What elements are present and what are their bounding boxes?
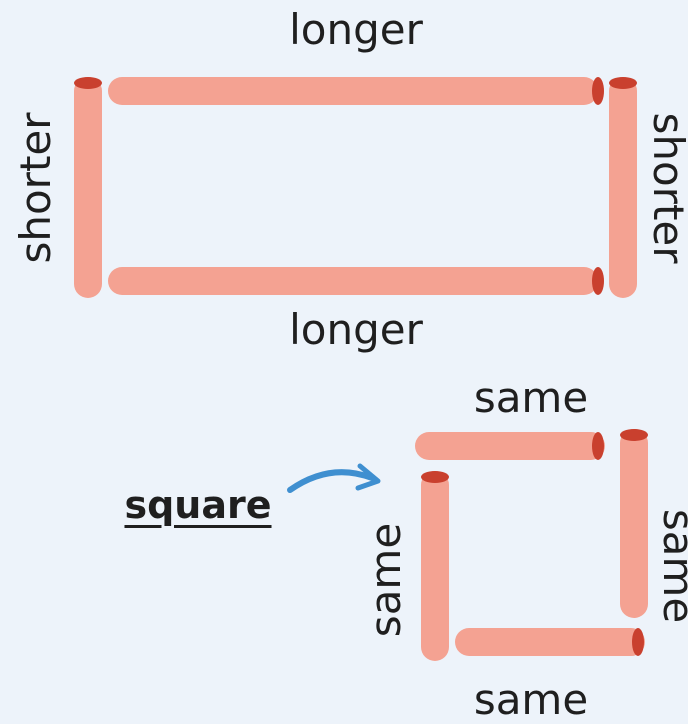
rect-bottom-stick: [108, 267, 604, 295]
square-left-stick: [421, 471, 449, 661]
pointer-arrow-icon: [287, 463, 381, 493]
square-right-label: same: [654, 508, 688, 624]
square-right-stick: [620, 429, 648, 618]
square-bottom-stick: [455, 628, 645, 656]
rect-top-label: longer: [289, 5, 423, 54]
rect-top-stick: [108, 77, 604, 105]
square-top-label: same: [473, 373, 589, 422]
square-name-label: square: [124, 483, 272, 527]
rect-bottom-label: longer: [289, 305, 423, 354]
rect-right-label: shorter: [644, 112, 688, 264]
rect-left-label: shorter: [11, 112, 60, 264]
rect-right-stick: [609, 77, 637, 298]
square-bottom-label: same: [473, 675, 589, 724]
square-top-stick: [415, 432, 605, 460]
rect-left-stick: [74, 77, 102, 298]
square-left-label: same: [361, 522, 410, 638]
